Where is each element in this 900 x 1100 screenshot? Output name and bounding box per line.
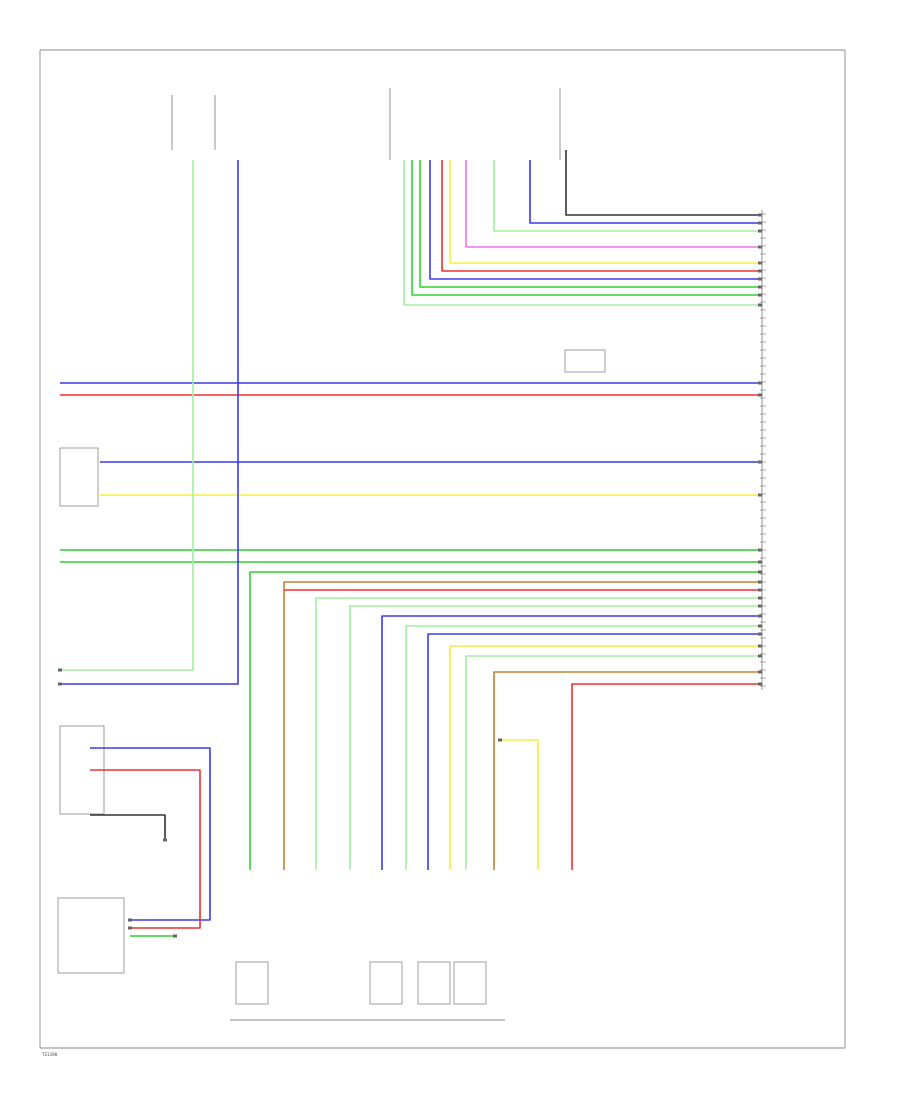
w-b-4 (315, 597, 760, 870)
w-top-4 (465, 160, 760, 248)
w-top-8 (419, 160, 760, 288)
terminal-w-h-yellow-1 (758, 493, 762, 497)
w-b-13 (500, 739, 539, 870)
w-s-1 (90, 747, 211, 921)
w-left-vblue (60, 160, 239, 685)
w-top-10 (403, 160, 760, 306)
w-left-vgreen (60, 160, 194, 671)
terminal-w-left-vgreen (58, 668, 62, 672)
terminal-w-top-9 (758, 293, 762, 297)
component-box-3 (235, 961, 269, 1005)
terminal-w-top-6 (758, 269, 762, 273)
terminal-w-left-vblue (58, 682, 62, 686)
w-s-2 (90, 769, 201, 929)
terminal-w-h-blue-1 (758, 381, 762, 385)
terminal-w-top-8 (758, 285, 762, 289)
component-box-4 (369, 961, 403, 1005)
terminal-w-b-6 (758, 614, 762, 618)
w-top-2 (529, 160, 760, 224)
terminal-w-top-7 (758, 277, 762, 281)
w-b-5 (349, 605, 760, 870)
diagram-frame-lines (39, 49, 846, 1049)
connector-details (58, 213, 766, 938)
w-top-6 (441, 160, 760, 272)
colored-wires (60, 150, 760, 937)
terminal-w-b-8 (758, 632, 762, 636)
terminal-w-top-2 (758, 221, 762, 225)
footer-code: T21398 (41, 1052, 58, 1057)
terminal-w-top-4 (758, 245, 762, 249)
w-b-10 (465, 655, 760, 870)
w-s-4 (90, 814, 166, 840)
terminal-w-s-2 (128, 926, 132, 930)
w-top-3 (493, 160, 760, 232)
terminal-w-s-3 (173, 934, 177, 938)
component-boxes (57, 349, 606, 1005)
component-box-0 (59, 447, 99, 507)
w-b-8 (427, 633, 760, 870)
component-box-6 (453, 961, 487, 1005)
terminal-w-b-1 (758, 570, 762, 574)
terminal-w-b-7 (758, 624, 762, 628)
terminal-w-s-4 (163, 838, 167, 842)
terminal-w-b-12 (758, 682, 762, 686)
component-box-7 (564, 349, 606, 373)
terminal-w-top-5 (758, 261, 762, 265)
w-top-5 (449, 160, 760, 264)
terminal-w-b-11 (758, 670, 762, 674)
w-b-2 (283, 581, 760, 870)
terminal-w-s-1 (128, 918, 132, 922)
w-b-7 (405, 625, 760, 870)
w-b-1 (249, 571, 760, 870)
terminal-w-h-red-1 (758, 393, 762, 397)
w-top-1 (565, 150, 760, 216)
component-box-2 (57, 897, 125, 974)
w-b-9 (449, 645, 760, 870)
w-b-12 (571, 683, 760, 870)
w-top-7 (429, 160, 760, 280)
w-b-6 (381, 615, 760, 870)
terminal-w-b-10 (758, 654, 762, 658)
w-b-11 (493, 671, 760, 870)
terminal-w-b-13 (498, 738, 502, 742)
w-top-9 (411, 160, 760, 296)
terminal-w-top-3 (758, 229, 762, 233)
terminal-w-top-1 (758, 213, 762, 217)
component-box-5 (417, 961, 451, 1005)
terminal-w-top-10 (758, 303, 762, 307)
terminal-w-h-green-2 (758, 560, 762, 564)
